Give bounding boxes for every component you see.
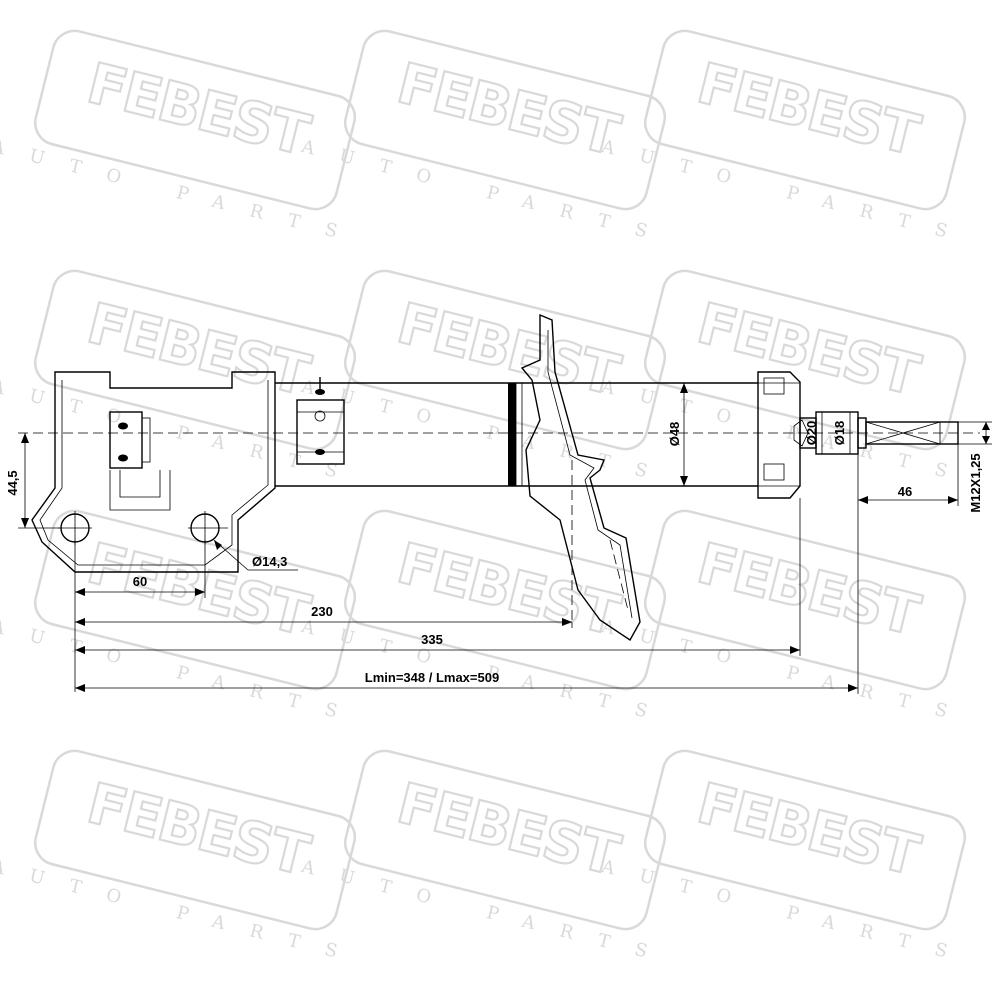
piston-rod — [793, 411, 959, 455]
rivet-icon — [118, 422, 128, 430]
watermark-brand: FEBEST — [691, 51, 926, 169]
dim-hole-diameter: Ø14,3 — [213, 539, 298, 571]
dim-overall-length-label: Lmin=348 / Lmax=509 — [365, 670, 499, 685]
dim-rod-diameter-18: Ø18 — [832, 412, 851, 454]
watermark-brand: FEBEST — [81, 771, 316, 889]
dim-overall-length: Lmin=348 / Lmax=509 — [75, 454, 859, 694]
watermark-brand: FEBEST — [81, 291, 316, 409]
spring-seat — [520, 313, 641, 642]
dim-thread-length: 46 — [858, 444, 959, 506]
dim-hole-spacing: 60 — [74, 540, 206, 598]
dim-rod-diameter-18-label: Ø18 — [832, 421, 847, 446]
dim-hole-diameter-label: Ø14,3 — [252, 554, 287, 569]
watermark-brand: FEBEST — [691, 771, 926, 889]
dim-bracket-height-label: 44,5 — [5, 470, 20, 495]
rivet-icon — [118, 454, 128, 462]
dim-spring-seat: 230 — [74, 598, 573, 692]
dim-thread-length-label: 46 — [898, 484, 912, 499]
dim-body-diameter-label: Ø48 — [667, 422, 682, 447]
watermark-brand: FEBEST — [691, 531, 926, 649]
dim-thread-label: M12X1,25 — [968, 453, 983, 512]
seal-ring — [508, 383, 516, 486]
dim-body-diameter: Ø48 — [667, 383, 688, 486]
watermark-layer: FEBEST AUTO PARTS FEBEST AUTO PARTS FEBE… — [0, 29, 975, 969]
dim-hole-spacing-label: 60 — [133, 574, 147, 589]
dim-rod-diameter-20: Ø20 — [804, 412, 823, 454]
bolt-icon — [315, 389, 325, 395]
bolt-icon — [315, 449, 325, 455]
watermark-brand: FEBEST — [691, 291, 926, 409]
dim-body-length: 335 — [75, 498, 801, 656]
watermark-brand: FEBEST — [81, 51, 316, 169]
dim-rod-diameter-20-label: Ø20 — [804, 421, 819, 446]
watermark-brand: FEBEST — [391, 771, 626, 889]
shock-body — [275, 371, 801, 499]
dim-body-length-label: 335 — [421, 632, 443, 647]
mounting-bracket — [31, 371, 276, 573]
dim-thread: M12X1,25 — [958, 421, 992, 513]
dim-bracket-height: 44,5 — [5, 433, 60, 529]
watermark-brand: FEBEST — [391, 51, 626, 169]
dim-spring-seat-label: 230 — [311, 604, 333, 619]
